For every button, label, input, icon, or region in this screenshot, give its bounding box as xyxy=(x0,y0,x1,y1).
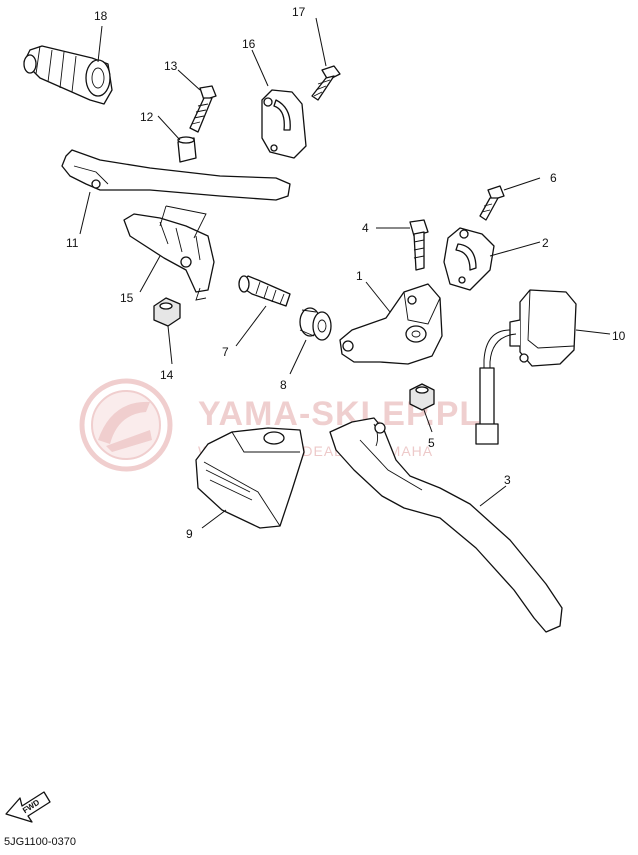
callout-7: 7 xyxy=(222,345,229,359)
watermark-logo-icon xyxy=(79,378,173,472)
callout-2: 2 xyxy=(542,236,549,250)
part-13-bolt xyxy=(189,85,217,133)
part-14-nut xyxy=(153,297,181,327)
callout-12: 12 xyxy=(140,110,154,124)
part-6-bolt xyxy=(479,185,505,221)
callout-4: 4 xyxy=(362,221,369,235)
part-10-switch xyxy=(475,289,577,445)
fwd-arrow-icon: FWD xyxy=(5,791,51,823)
callout-14: 14 xyxy=(160,368,174,382)
callout-6: 6 xyxy=(550,171,557,185)
part-3-lever xyxy=(329,417,563,633)
callout-8: 8 xyxy=(280,378,287,392)
part-18-boot xyxy=(23,45,113,105)
callouts: 1 2 3 4 5 6 7 8 9 10 11 12 13 14 15 16 1… xyxy=(66,5,626,541)
callout-16: 16 xyxy=(242,37,256,51)
callout-1: 1 xyxy=(356,269,363,283)
part-4-bolt xyxy=(409,219,429,271)
callout-11: 11 xyxy=(66,236,79,250)
callout-13: 13 xyxy=(164,59,178,73)
callout-17: 17 xyxy=(292,5,306,19)
callout-10: 10 xyxy=(612,329,626,343)
part-7-bolt xyxy=(238,275,291,307)
part-9-cover xyxy=(195,427,305,529)
part-11-lever xyxy=(61,149,291,201)
callout-18: 18 xyxy=(94,9,108,23)
part-17-bolt xyxy=(311,65,341,101)
callout-9: 9 xyxy=(186,527,193,541)
connector-11-15 xyxy=(159,205,207,239)
part-12-collar xyxy=(177,136,197,163)
part-5-nut xyxy=(409,383,435,411)
callout-3: 3 xyxy=(504,473,511,487)
part-1-bracket xyxy=(339,283,443,365)
leader-lines xyxy=(79,17,611,529)
callout-5: 5 xyxy=(428,436,435,450)
part-8-adjuster xyxy=(299,307,332,341)
callout-15: 15 xyxy=(120,291,134,305)
diagram-code: 5JG1100-0370 xyxy=(4,836,76,848)
part-16-clamp xyxy=(261,89,307,159)
part-15-holder xyxy=(123,213,215,301)
part-2-clamp xyxy=(443,227,495,291)
